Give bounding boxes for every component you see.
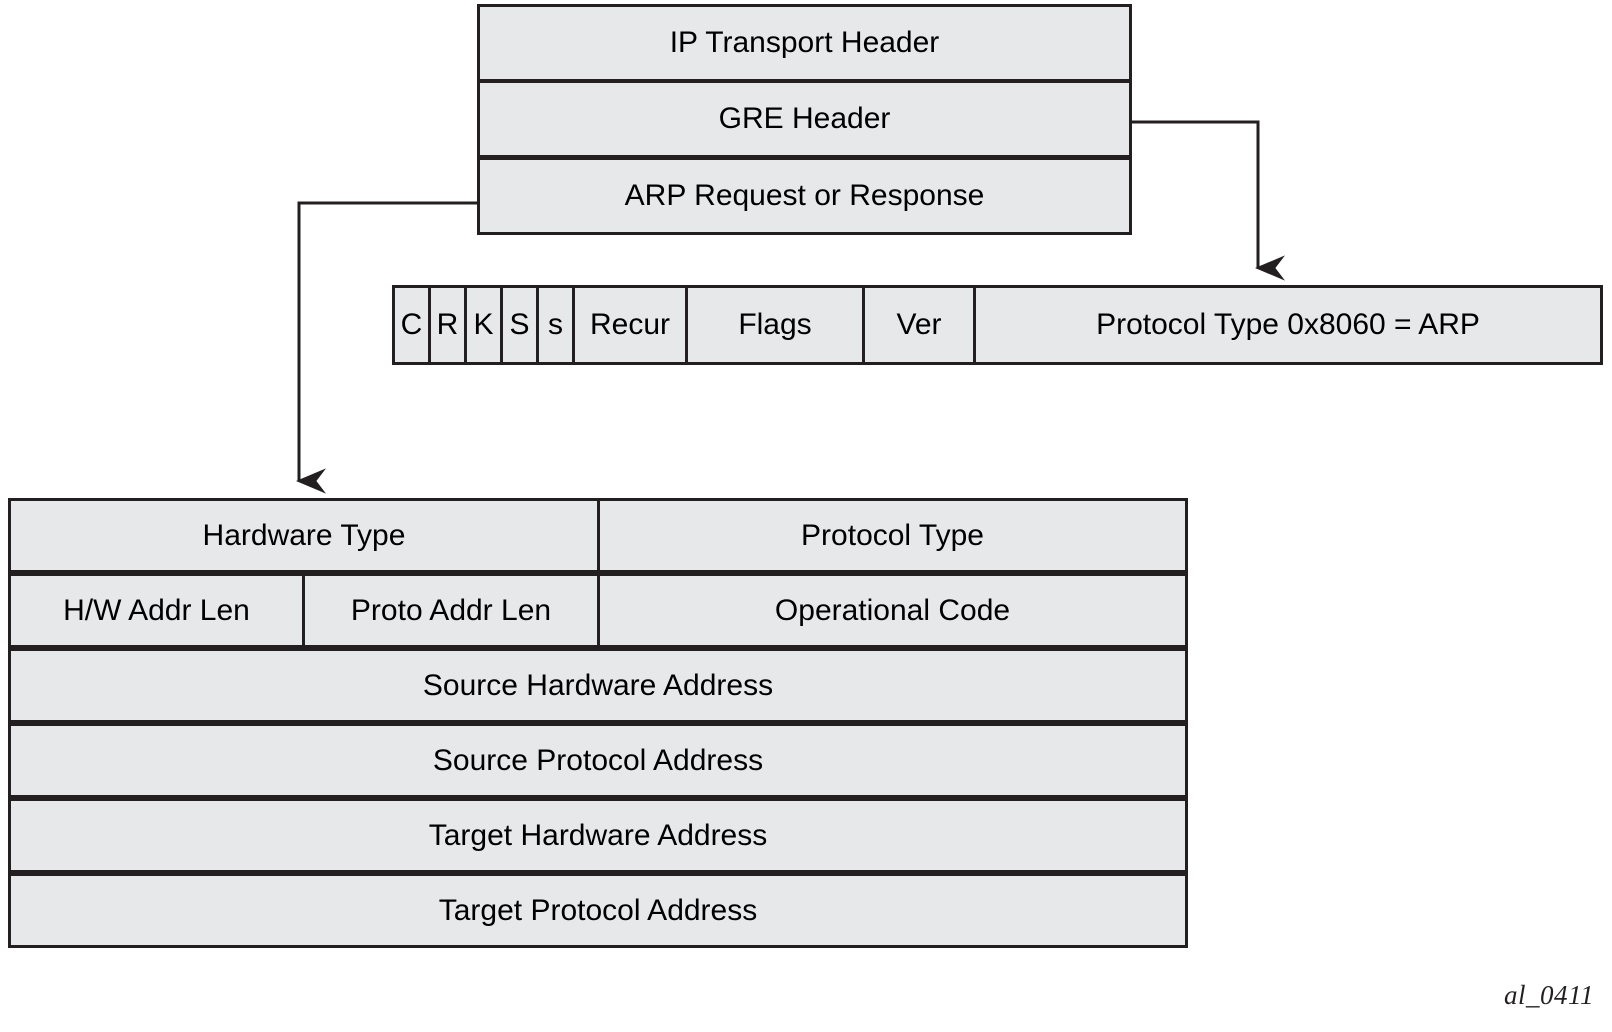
- arp-field-protocol-type: Protocol Type: [597, 498, 1188, 573]
- connector-gre-to-detail: [1132, 120, 1285, 281]
- figure-id-caption: al_0411: [1504, 980, 1594, 1010]
- field-ip-transport-header: IP Transport Header: [477, 4, 1132, 82]
- arp-field-target-hardware-address: Target Hardware Address: [8, 798, 1188, 873]
- arp-field-hw-addr-len: H/W Addr Len: [8, 573, 305, 648]
- gre-field-s-upper: S: [500, 285, 539, 365]
- gre-field-recur: Recur: [572, 285, 688, 365]
- arp-field-target-protocol-address: Target Protocol Address: [8, 873, 1188, 948]
- arp-field-operational-code: Operational Code: [597, 573, 1188, 648]
- field-gre-header: GRE Header: [477, 80, 1132, 158]
- gre-field-flags: Flags: [685, 285, 865, 365]
- arp-field-proto-addr-len: Proto Addr Len: [302, 573, 600, 648]
- gre-field-protocol-type: Protocol Type 0x8060 = ARP: [973, 285, 1603, 365]
- gre-field-s-lower: s: [536, 285, 575, 365]
- gre-field-r: R: [428, 285, 467, 365]
- arp-field-hardware-type: Hardware Type: [8, 498, 600, 573]
- arp-field-source-protocol-address: Source Protocol Address: [8, 723, 1188, 798]
- arp-field-source-hardware-address: Source Hardware Address: [8, 648, 1188, 723]
- gre-field-k: K: [464, 285, 503, 365]
- gre-field-ver: Ver: [862, 285, 976, 365]
- field-arp-request-or-response: ARP Request or Response: [477, 157, 1132, 235]
- gre-field-c: C: [392, 285, 431, 365]
